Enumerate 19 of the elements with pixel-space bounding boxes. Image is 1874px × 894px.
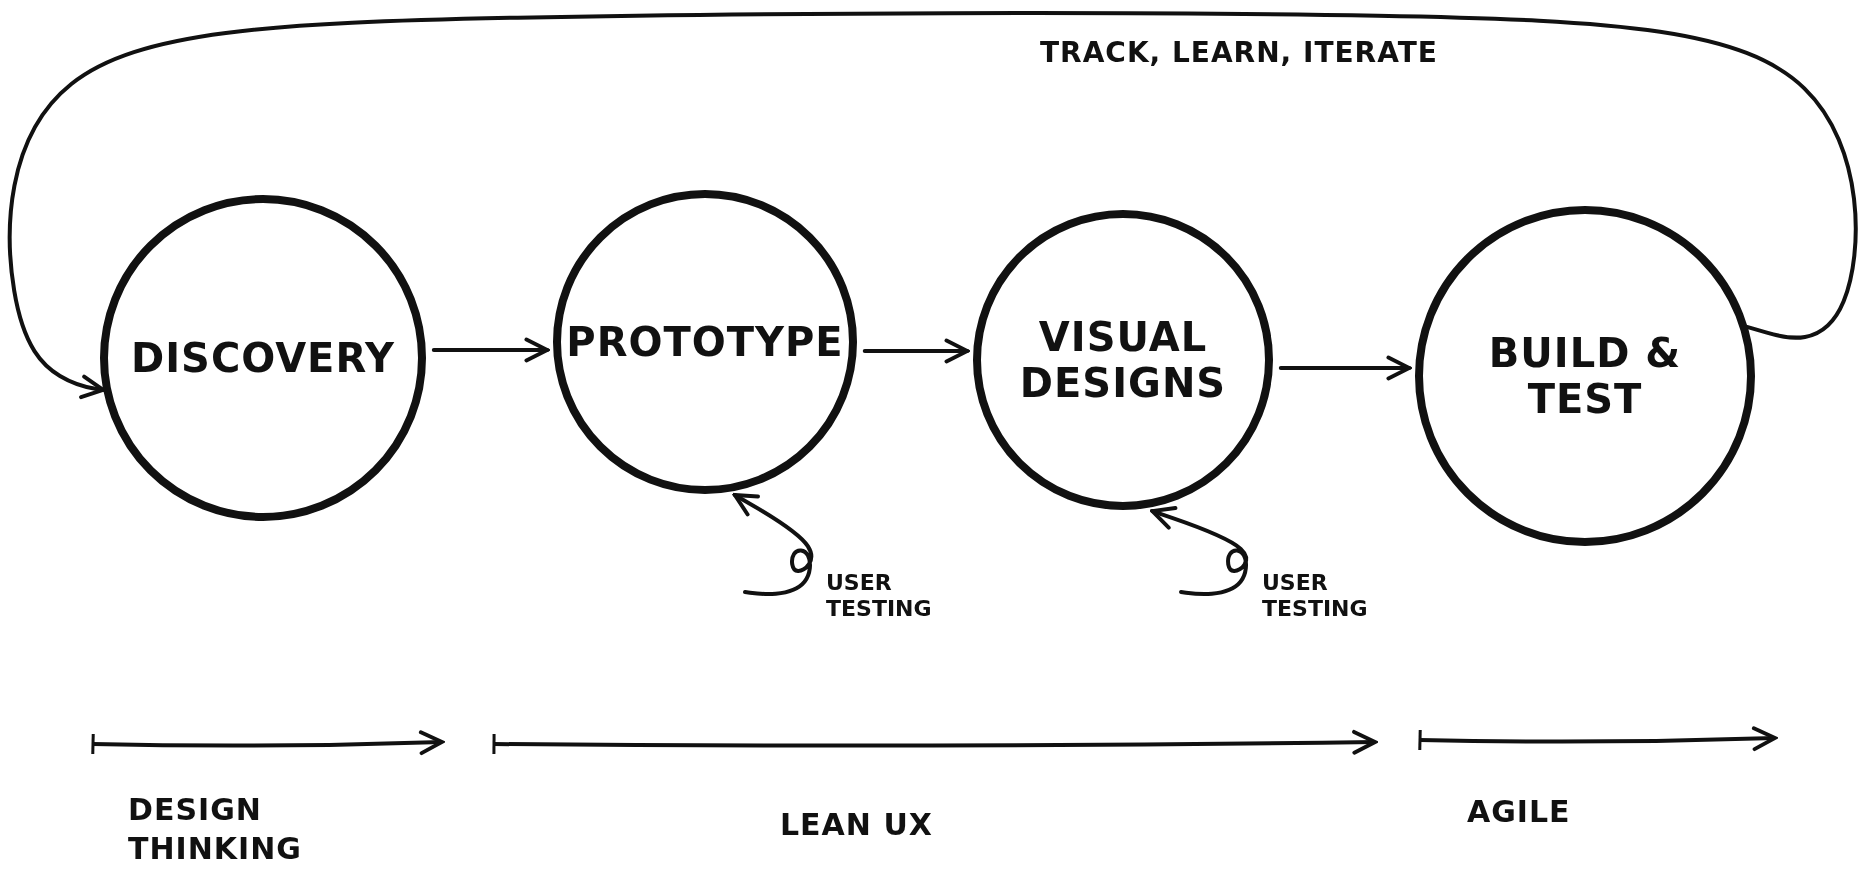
arrow — [7, 11, 1858, 400]
circle-node — [973, 210, 1273, 510]
annotation-text: USER TESTING — [826, 570, 933, 623]
curly-arrow — [732, 493, 814, 597]
circle-node — [553, 190, 857, 494]
arrow — [862, 338, 970, 364]
node-label: PROTOTYPE — [565, 319, 845, 365]
arrow — [431, 337, 550, 363]
node-label: VISUAL DESIGNS — [1018, 314, 1228, 406]
circle-node — [100, 195, 426, 521]
circle-node — [1415, 206, 1755, 546]
phase-label: LEAN UX — [780, 806, 934, 844]
phase-label: DESIGN THINKING — [128, 791, 303, 868]
annotation-text: USER TESTING — [1262, 570, 1369, 623]
node-label: BUILD & TEST — [1487, 330, 1683, 422]
node-label: DISCOVERY — [130, 335, 397, 381]
phase-label: AGILE — [1467, 793, 1572, 831]
curly-arrow — [1150, 506, 1249, 597]
arrow — [1278, 355, 1412, 381]
